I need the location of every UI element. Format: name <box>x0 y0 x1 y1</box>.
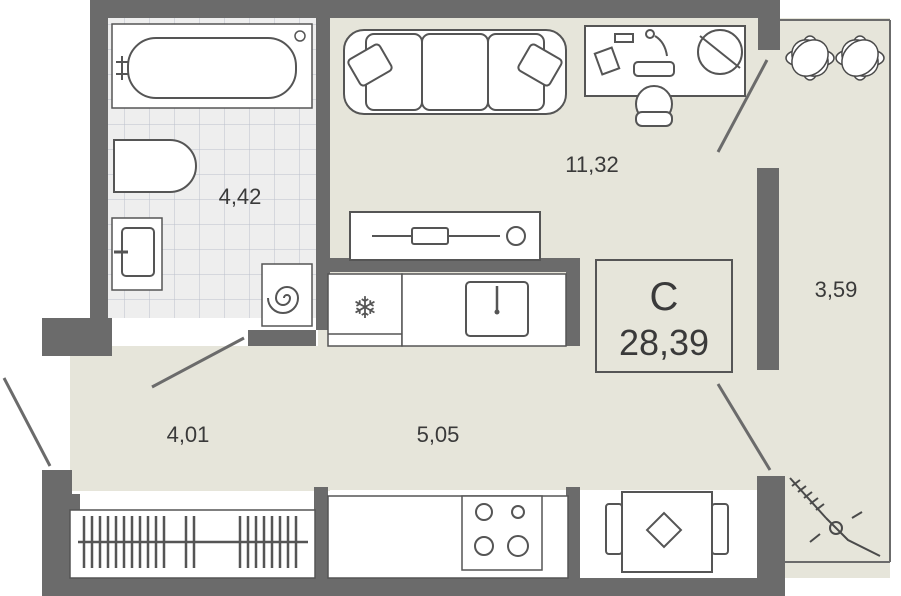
notebook-icon <box>593 46 621 76</box>
burner-icon <box>511 505 525 519</box>
wall-kitchen-partition <box>316 258 580 272</box>
wall-bath-right <box>316 0 330 330</box>
wall-kitchen-bottom-left <box>314 487 328 587</box>
doors <box>2 59 772 471</box>
wall-bath-bottom-stub <box>248 330 316 346</box>
burner-icon <box>507 535 529 557</box>
wall-top-right <box>330 0 780 18</box>
bathroom-door <box>151 336 245 389</box>
balcony-area-label: 3,59 <box>815 277 858 302</box>
kitchen-counter-bottom <box>327 495 569 579</box>
snowflake-icon: ❄ <box>352 291 377 326</box>
tv-stand <box>349 211 541 261</box>
wall-left-lower <box>42 470 72 596</box>
vase-icon <box>645 511 683 549</box>
desk <box>584 25 746 127</box>
room-labels: 11,32 4,42 3,59 4,01 5,05 <box>167 152 858 447</box>
bathtub <box>111 23 313 109</box>
spiral-icon <box>267 286 300 314</box>
wall-right-upper <box>758 0 780 50</box>
washing-machine <box>261 263 313 327</box>
balcony-railing <box>780 19 891 563</box>
burner-icon <box>475 503 493 521</box>
stove <box>461 495 543 571</box>
living-room-area-label: 11,32 <box>565 152 618 177</box>
walls <box>42 0 785 596</box>
wall-right-lower <box>757 476 785 596</box>
wall-top-left <box>90 0 330 18</box>
dining-table <box>605 491 729 573</box>
wall-right-mid <box>757 168 779 370</box>
wardrobe <box>69 509 316 579</box>
wall-bath-bottom <box>42 318 112 356</box>
toilet <box>113 139 197 193</box>
wall-kitchen-partition-right <box>566 258 580 346</box>
bathroom-sink <box>111 217 163 291</box>
kitchen-area-label: 5,05 <box>417 422 460 447</box>
wall-bath-left <box>90 0 108 320</box>
bicycle-icon <box>789 477 881 557</box>
hangers-icon <box>82 516 298 568</box>
kitchen-counter-sink <box>401 273 567 347</box>
drain-icon <box>294 30 306 42</box>
plant-icon <box>785 35 835 81</box>
wall-bottom <box>42 578 782 596</box>
bathroom-area-label: 4,42 <box>219 184 262 209</box>
wall-kitchen-bottom-right <box>566 487 580 587</box>
apartment-summary: С 28,39 <box>595 259 733 373</box>
hallway-area-label: 4,01 <box>167 422 210 447</box>
fridge: ❄ <box>327 273 403 347</box>
hallway-floor <box>70 346 330 491</box>
burner-icon <box>474 536 494 556</box>
entrance-door <box>2 377 52 467</box>
sofa <box>343 29 567 115</box>
balcony-door-lower <box>716 383 772 471</box>
total-area-label: 28,39 <box>619 322 709 363</box>
balcony-plants <box>785 35 885 81</box>
apartment-type-label: С <box>650 275 679 319</box>
plant-icon <box>835 35 885 81</box>
balcony-door-upper <box>716 59 769 153</box>
wall-wardrobe-top <box>70 494 80 510</box>
